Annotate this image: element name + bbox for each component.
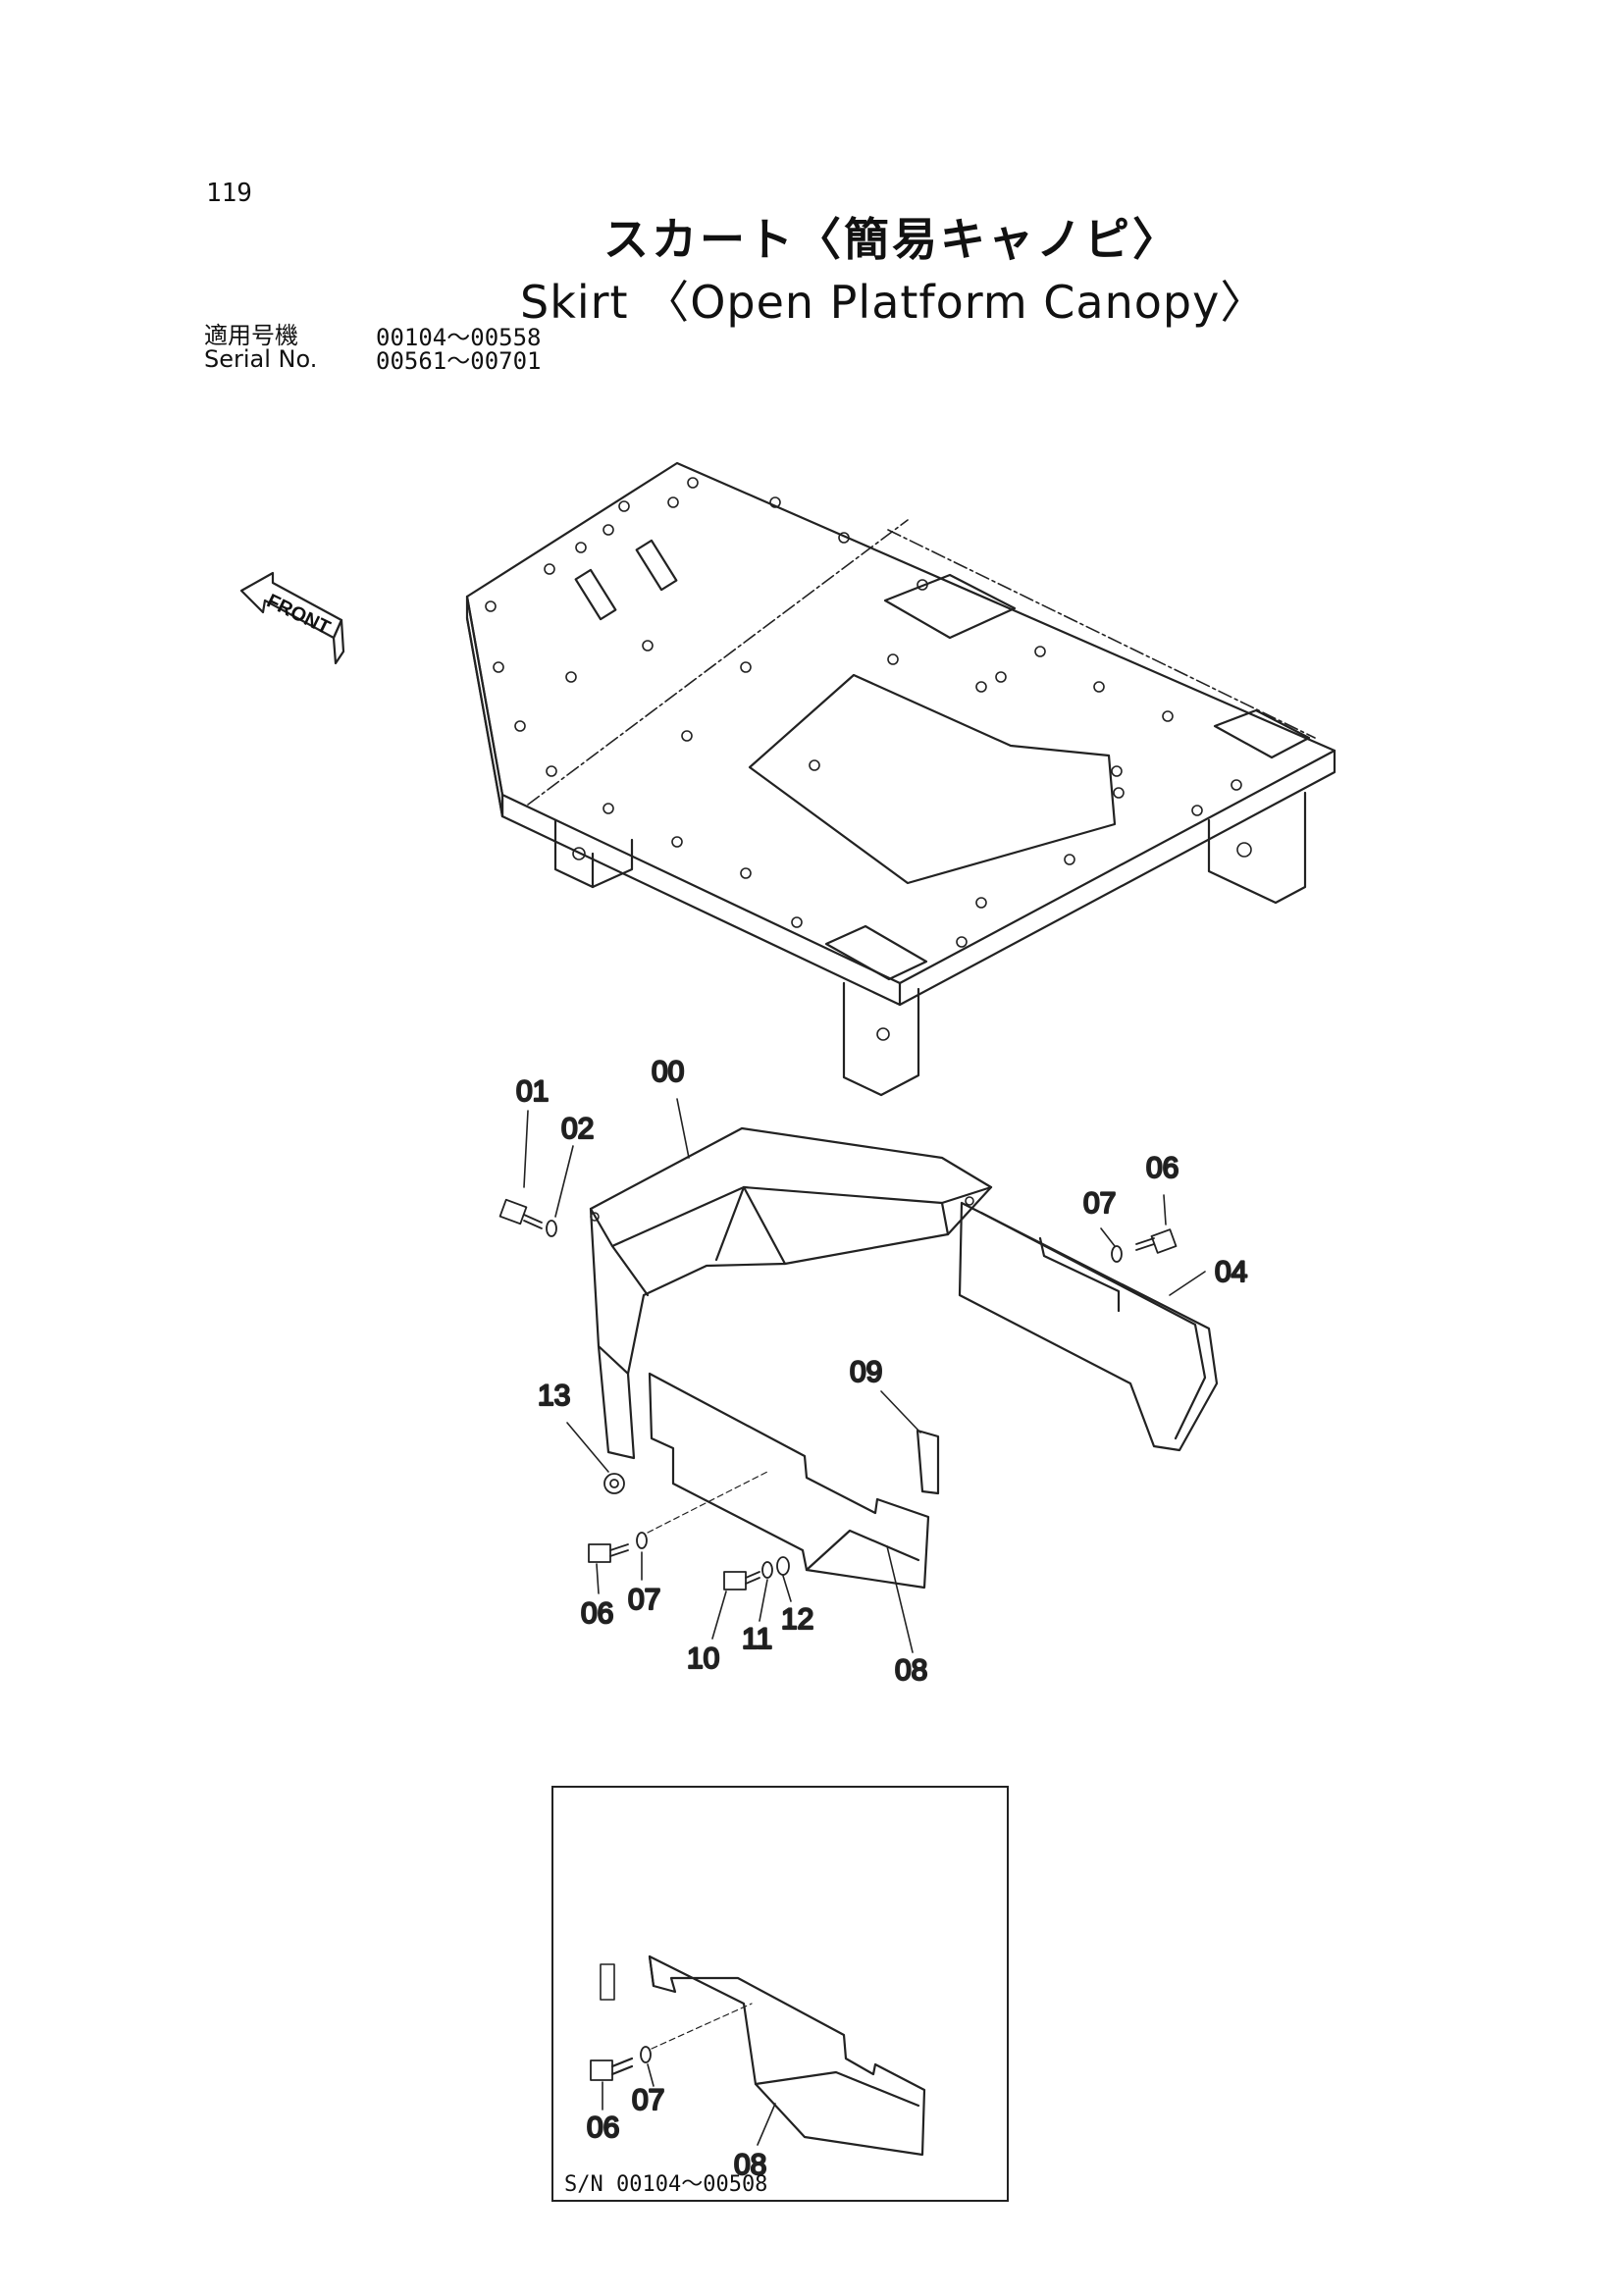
callout-04: 04 (1215, 1256, 1247, 1288)
skirt-side-part (958, 1201, 1219, 1452)
inset-callout-06: 06 (587, 2112, 619, 2144)
callout-13: 13 (538, 1380, 570, 1412)
callout-02: 02 (561, 1113, 594, 1145)
inset-callout-07: 07 (632, 2084, 664, 2116)
serial-range-2: 00561～00701 (376, 347, 542, 375)
serial-label-japanese: 適用号機 (204, 322, 298, 349)
serial-label-english: Serial No. (204, 345, 318, 373)
callout-06-top: 06 (1146, 1152, 1179, 1184)
callout-01: 01 (516, 1075, 549, 1108)
callout-06-bottom: 06 (581, 1597, 613, 1630)
skirt-bracket-part (648, 1372, 940, 1590)
callout-07-top: 07 (1083, 1187, 1116, 1220)
callout-11: 11 (742, 1623, 772, 1655)
inset-callout-08: 08 (734, 2149, 766, 2181)
floor-plate (465, 461, 1336, 1097)
callout-07-bottom: 07 (628, 1584, 660, 1616)
inset-drawing (590, 1955, 926, 2157)
leader-lines (523, 1098, 1206, 1653)
page-title-japanese: スカート〈簡易キャノピ〉 (603, 213, 1180, 266)
callout-labels: 01 02 00 06 07 04 09 13 07 06 10 11 12 0… (515, 1055, 1249, 2182)
page-number: 119 (206, 179, 252, 208)
inset-caption: S/N 00104～00508 (564, 2172, 768, 2197)
callout-00: 00 (652, 1056, 684, 1088)
callout-12: 12 (781, 1603, 813, 1636)
front-arrow-icon: FRONT (239, 571, 345, 665)
callout-08: 08 (895, 1654, 927, 1687)
callout-10: 10 (687, 1642, 719, 1675)
callout-09: 09 (850, 1356, 882, 1388)
skirt-main-part (589, 1126, 993, 1460)
serial-range-1: 00104～00558 (376, 324, 542, 351)
page-title-english: Skirt 〈Open Platform Canopy〉 (520, 276, 1267, 329)
bolts-and-washers (498, 1198, 1178, 1590)
inset-frame (551, 1786, 1009, 2202)
